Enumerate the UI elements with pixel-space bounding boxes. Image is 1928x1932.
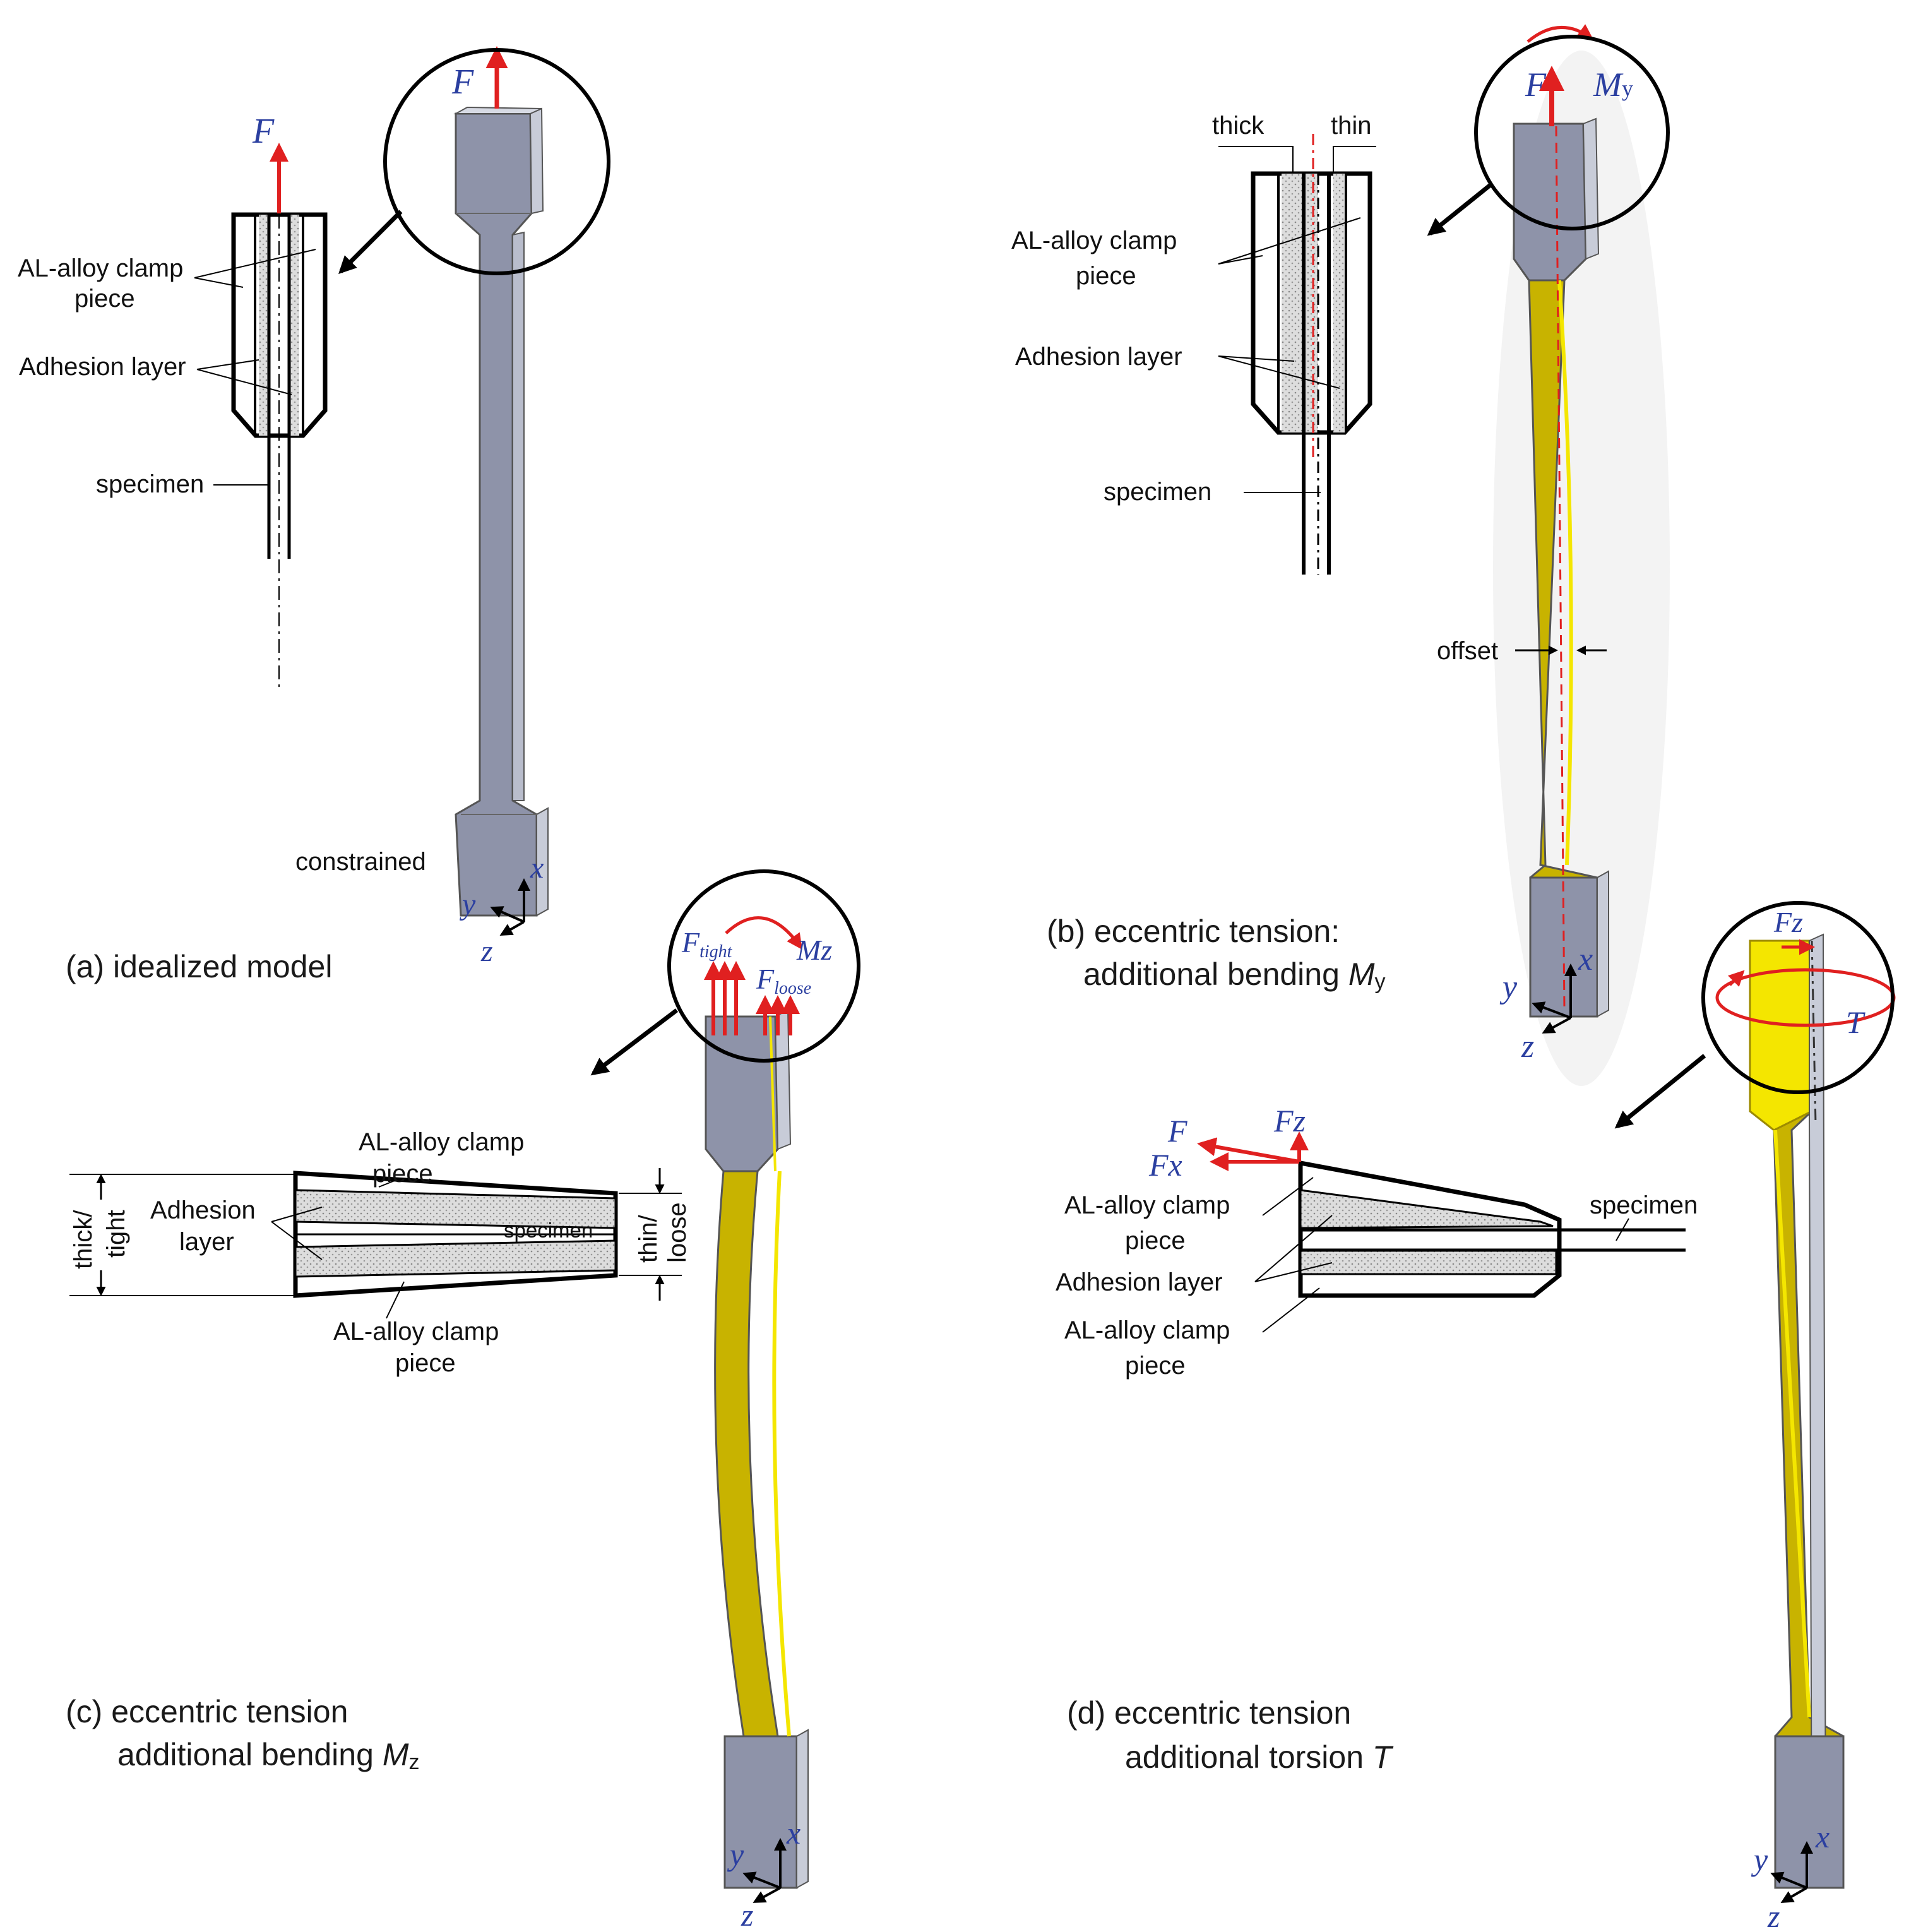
specimen-3d-d	[1749, 933, 1845, 1889]
axis-z-b: z	[1521, 1029, 1534, 1064]
axis-y-b: y	[1499, 969, 1518, 1005]
zoom-circle-b	[1474, 35, 1670, 230]
thick-tight-2: tight	[102, 1210, 130, 1258]
axis-z-c: z	[741, 1897, 753, 1932]
axis-z-a: z	[480, 934, 493, 968]
adhesion-label-d: Adhesion layer	[1056, 1268, 1223, 1296]
zoom-arrow-d	[1614, 1054, 1706, 1129]
caption-a: (a) idealized model	[66, 949, 332, 984]
force-label-a: F	[252, 112, 275, 151]
clamp-bottom-c-2: piece	[395, 1349, 456, 1377]
specimen-3d-c	[705, 1009, 809, 1889]
specimen-label-c: specimen	[504, 1219, 593, 1242]
caption-c-1: (c) eccentric tension	[66, 1694, 348, 1729]
clamp-top-d-1: AL-alloy clamp	[1064, 1191, 1230, 1219]
zoom-arrow-c	[590, 1008, 679, 1076]
force-fz-d: Fz	[1273, 1103, 1306, 1138]
panel-c: Ftight Mz Floose AL-alloy clamp piece Ad…	[66, 869, 860, 1932]
caption-b-1: (b) eccentric tension:	[1047, 914, 1340, 949]
zoom-arrow-b	[1427, 182, 1493, 236]
f-loose-label: Floose	[756, 963, 811, 998]
axis-y-a: y	[459, 888, 476, 921]
thin-loose-1: thin/	[634, 1215, 662, 1263]
force-f-d: F	[1167, 1113, 1187, 1148]
clamp-section-d	[1298, 1160, 1686, 1298]
zoom-circle-d	[1701, 901, 1895, 1094]
zoom-arrow-a	[338, 210, 403, 274]
force-label-b: F	[1525, 66, 1547, 104]
specimen-label-b: specimen	[1104, 478, 1211, 506]
caption-c-2: additional bending Mz	[117, 1737, 419, 1774]
clamp-top-c-1: AL-alloy clamp	[359, 1128, 524, 1156]
clamp-bottom-d-1: AL-alloy clamp	[1064, 1316, 1230, 1344]
caption-d-2: additional torsion T	[1125, 1739, 1394, 1775]
zoom-circle-a	[383, 48, 610, 275]
moment-arrow-b	[1526, 24, 1594, 43]
axis-y-c: y	[727, 1837, 744, 1872]
axis-z-d: z	[1767, 1899, 1780, 1932]
fz-top-label: Fz	[1773, 906, 1803, 938]
specimen-label-a: specimen	[96, 470, 204, 498]
clamp-label-b-2: piece	[1076, 262, 1136, 290]
adhesion-label-a: Adhesion layer	[19, 353, 186, 381]
thin-loose-2: loose	[663, 1202, 691, 1263]
clamp-label-a-2: piece	[74, 285, 135, 313]
specimen-3d-b	[1513, 117, 1609, 1018]
f-tight-label: Ftight	[681, 926, 733, 962]
adhesion-label-b: Adhesion layer	[1015, 343, 1182, 371]
thick-label: thick	[1212, 112, 1265, 140]
caption-b-2: additional bending My	[1083, 957, 1385, 994]
moment-label-b: My	[1593, 66, 1633, 104]
clamp-top-d-2: piece	[1125, 1227, 1186, 1255]
zoom-circle-c	[667, 869, 860, 1063]
clamp-label-a-1: AL-alloy clamp	[18, 254, 183, 282]
adhesion-c-2: layer	[179, 1228, 234, 1256]
thin-label: thin	[1331, 112, 1372, 140]
clamp-bottom-c-1: AL-alloy clamp	[333, 1318, 499, 1345]
clamp-label-b-1: AL-alloy clamp	[1011, 227, 1177, 254]
force-label-a-3d: F	[451, 63, 474, 102]
axis-y-d: y	[1751, 1842, 1768, 1877]
torque-label: T	[1846, 1005, 1866, 1040]
clamp-section-c	[293, 1171, 618, 1298]
panel-b: F My thick thin AL-alloy clamp piece Adh…	[1011, 24, 1670, 1086]
axis-x-b: x	[1578, 941, 1593, 977]
adhesion-c-1: Adhesion	[150, 1196, 256, 1224]
caption-d-1: (d) eccentric tension	[1067, 1695, 1351, 1731]
force-fx-d: Fx	[1148, 1147, 1182, 1183]
offset-label: offset	[1437, 637, 1498, 665]
clamp-bottom-d-2: piece	[1125, 1352, 1186, 1380]
axis-x-d: x	[1815, 1819, 1830, 1854]
axis-x-c: x	[786, 1815, 800, 1851]
moment-label-c: Mz	[796, 934, 832, 966]
constrained-label: constrained	[295, 848, 426, 876]
panel-d: Fz T F Fx Fz AL-alloy clamp piece Adhesi…	[1056, 901, 1896, 1932]
panel-a: F F AL-alloy clamp piece Adhesion layer …	[18, 46, 610, 984]
axis-x-a: x	[530, 851, 544, 885]
specimen-3d-a	[453, 106, 549, 917]
specimen-label-d: specimen	[1590, 1191, 1698, 1219]
thick-tight-1: thick/	[69, 1210, 97, 1269]
clamp-top-c-2: piece	[372, 1160, 433, 1188]
clamp-section-a	[231, 212, 328, 691]
clamp-section-b	[1251, 134, 1372, 575]
